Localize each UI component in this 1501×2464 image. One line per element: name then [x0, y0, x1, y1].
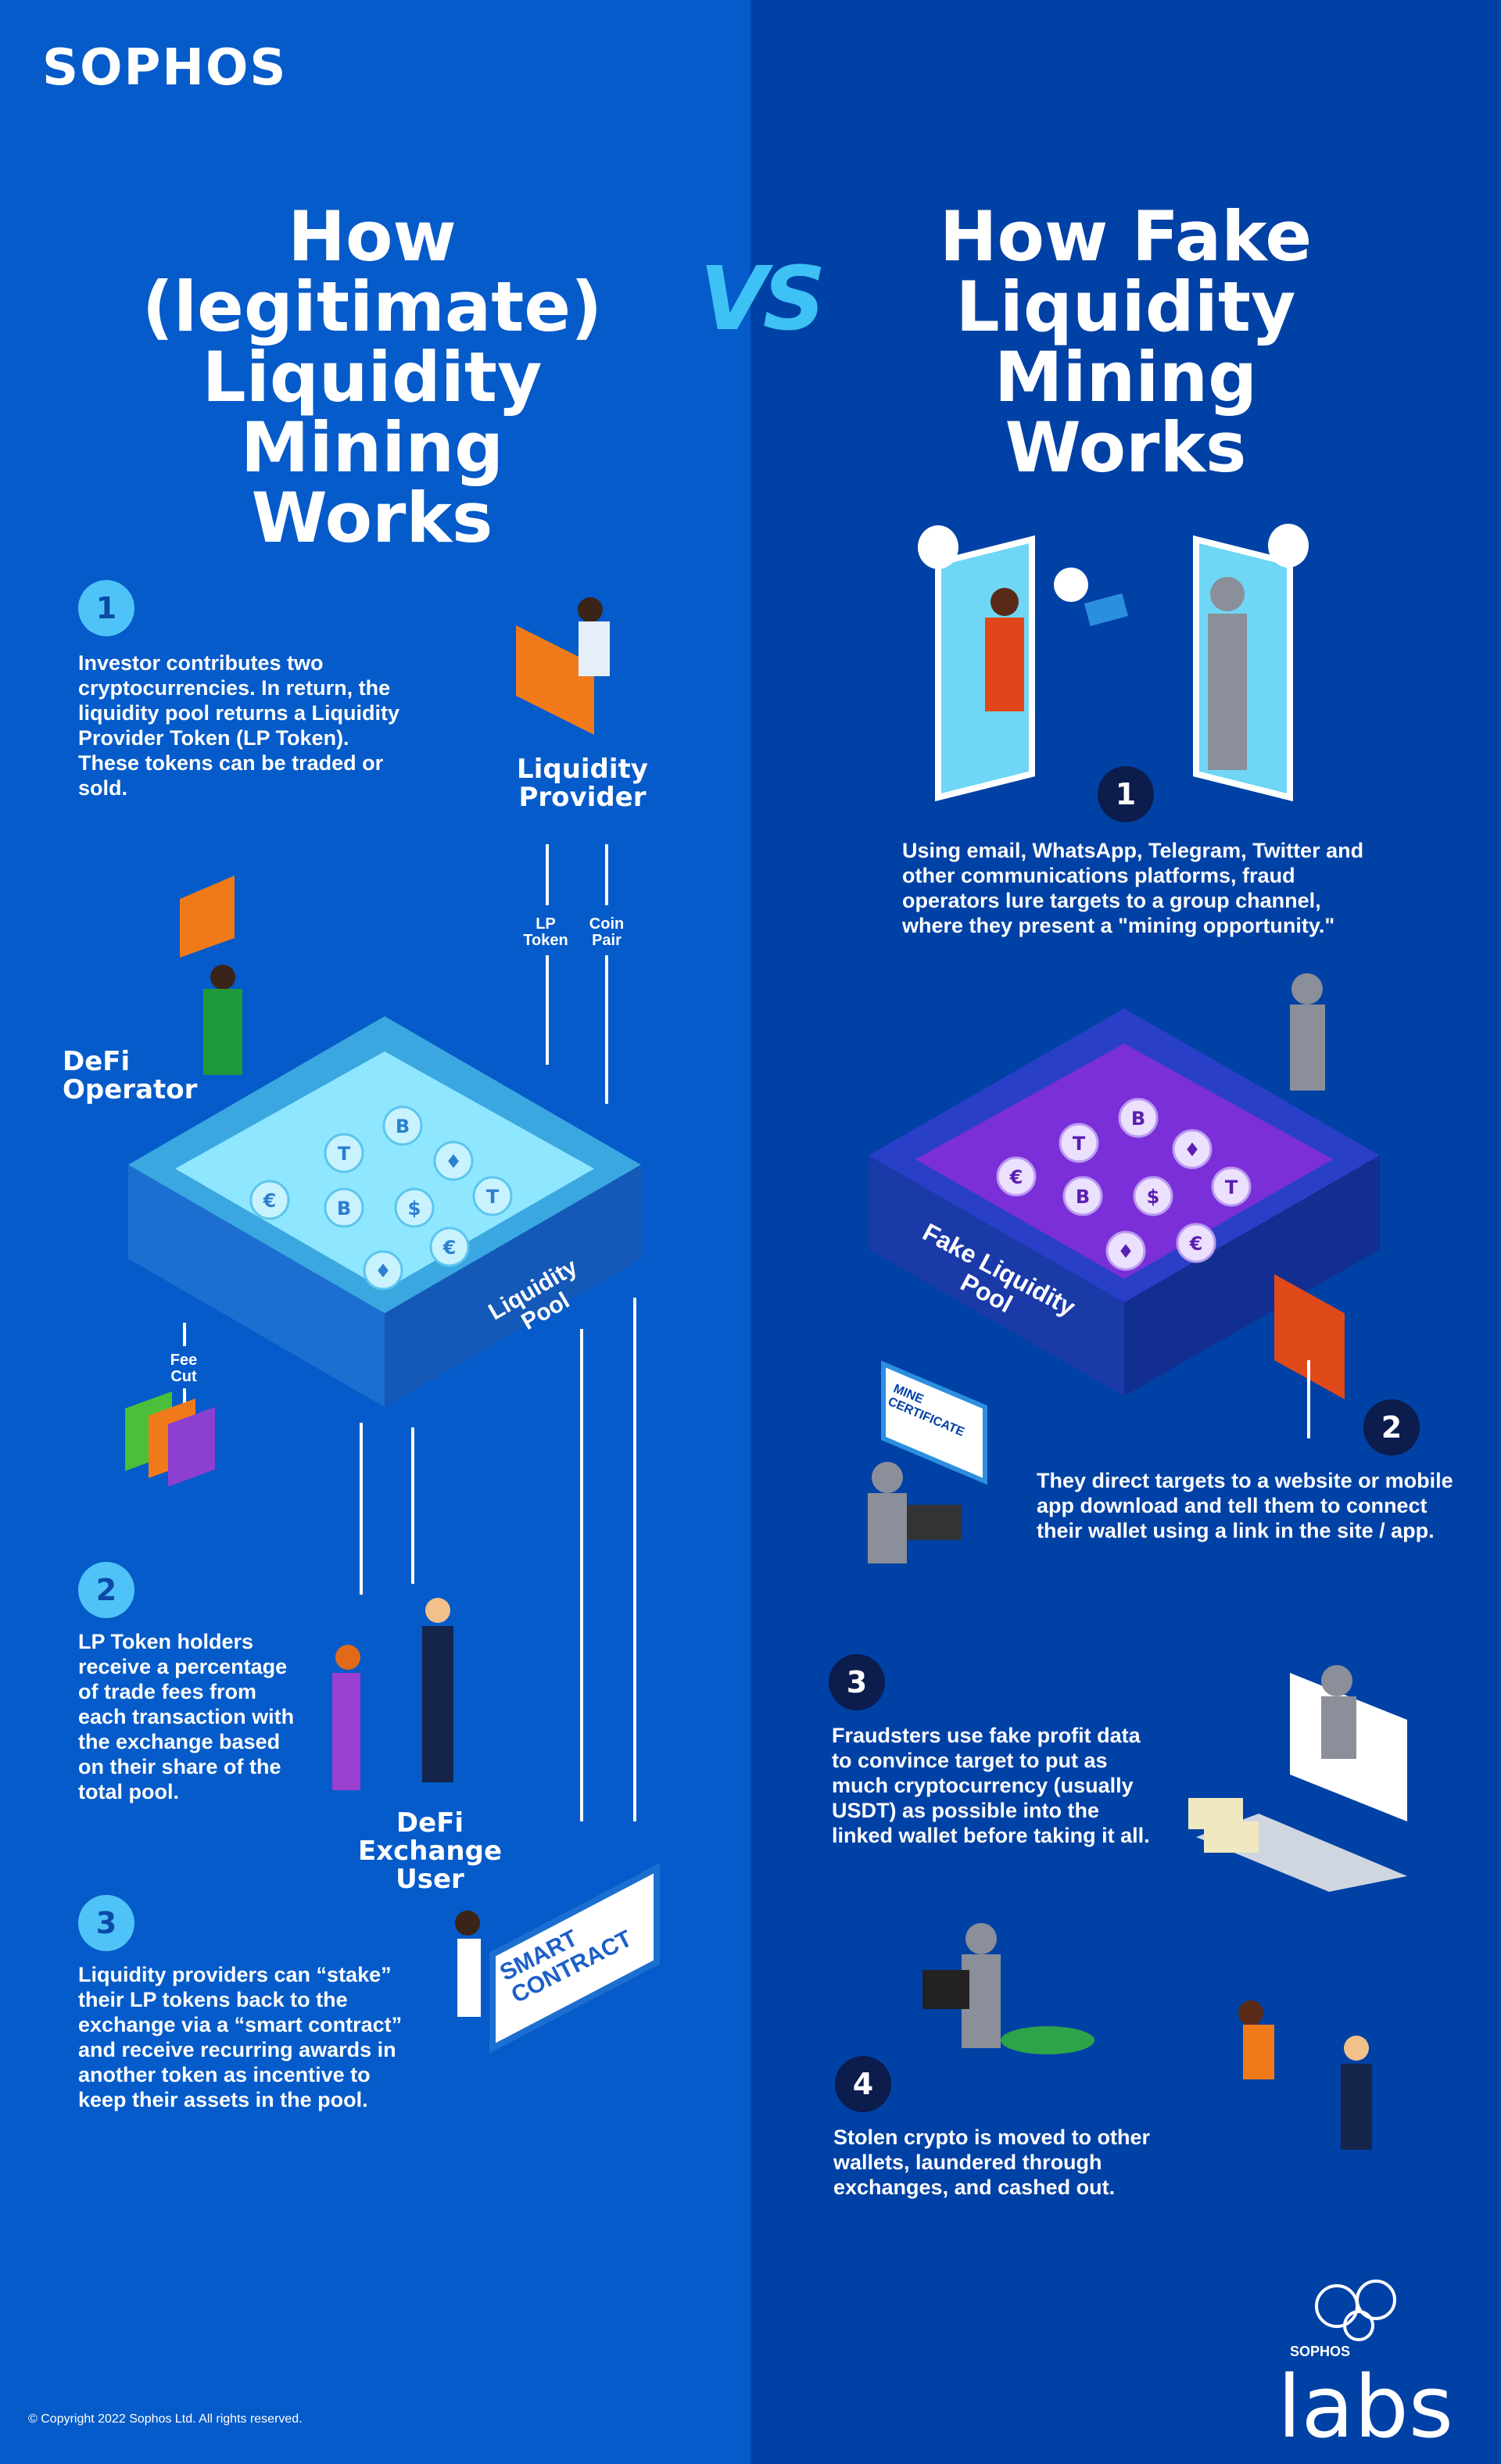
fake-step-3-text: Fraudsters use fake profit data to convi… — [832, 1724, 1150, 1847]
fee-cut-label: Fee Cut — [170, 1352, 198, 1385]
fake-step-3-badge: 3 — [829, 1654, 885, 1710]
svg-text:T: T — [486, 1186, 500, 1208]
arrow-from-user — [411, 1427, 414, 1584]
website-icon — [1274, 1274, 1345, 1399]
step-1-text: Investor contributes two cryptocurrencie… — [78, 651, 399, 800]
defi-exchange-user-label: DeFi Exchange User — [357, 1807, 503, 1895]
liquidity-provider-label: Liquidity Provider — [517, 754, 648, 813]
left-title: How (legitimate) Liquidity Mining Works — [59, 202, 685, 553]
svg-text:B: B — [1076, 1186, 1090, 1208]
defi-operator-label: DeFi Operator — [63, 1046, 198, 1105]
arrow-to-user — [360, 1423, 363, 1595]
copyright: © Copyright 2022 Sophos Ltd. All rights … — [28, 2412, 303, 2426]
svg-text:T: T — [1073, 1133, 1086, 1155]
svg-text:€: € — [263, 1190, 277, 1212]
left-title-line: How (legitimate) — [142, 196, 603, 347]
phones-illustration — [918, 524, 1309, 802]
arrow-down-coin-pair — [605, 844, 608, 905]
left-title-line: Works — [251, 478, 493, 558]
arrow-up-lp-token — [546, 844, 549, 905]
fake-step-4-badge: 4 — [835, 2056, 891, 2112]
svg-text:B: B — [337, 1198, 351, 1219]
legit-pool-illustration: T B ♦ € B $ T ♦ € — [128, 1016, 641, 1407]
fake-step-1-badge: 1 — [1098, 766, 1154, 822]
people-illustrations — [125, 597, 660, 2054]
svg-text:€: € — [442, 1237, 457, 1259]
fake-step-1-text: Using email, WhatsApp, Telegram, Twitter… — [902, 839, 1364, 937]
svg-text:€: € — [1009, 1166, 1023, 1188]
vs-label: VS — [700, 249, 826, 350]
svg-text:♦: ♦ — [374, 1260, 392, 1282]
right-title-line: Liquidity Mining — [955, 267, 1296, 417]
arrow-from-contract — [633, 1298, 636, 1821]
right-title-line: Works — [1005, 407, 1247, 488]
arrow-down-website — [1307, 1360, 1310, 1438]
right-title: How Fake Liquidity Mining Works — [813, 202, 1438, 483]
svg-text:B: B — [396, 1116, 410, 1137]
arrow-line — [605, 955, 608, 1104]
svg-text:B: B — [1131, 1108, 1145, 1130]
labs-brand: SOPHOS — [1290, 2344, 1351, 2359]
fake-pool-illustration: T B ♦ € B $ T ♦ € — [868, 973, 1380, 1563]
svg-text:♦: ♦ — [1184, 1139, 1201, 1161]
labs-logo: labs — [1277, 2357, 1454, 2457]
coin-pair-label: Coin Pair — [589, 915, 625, 949]
fake-step-2-badge: 2 — [1363, 1399, 1420, 1456]
svg-text:T: T — [338, 1143, 351, 1165]
step-1-badge: 1 — [78, 580, 134, 636]
svg-text:$: $ — [408, 1198, 421, 1219]
credit-card-icon — [1084, 593, 1129, 626]
arrow-to-contract — [580, 1329, 583, 1821]
svg-text:♦: ♦ — [445, 1151, 462, 1173]
step-3-badge: 3 — [78, 1895, 134, 1951]
arrow-line — [546, 955, 549, 1065]
laptop-icon — [907, 1505, 962, 1540]
svg-text:$: $ — [1147, 1186, 1160, 1208]
lp-token-label: LP Token — [523, 915, 568, 949]
labs-network-icon — [1315, 2280, 1396, 2341]
left-title-line: Liquidity Mining — [202, 337, 543, 488]
svg-text:€: € — [1189, 1233, 1203, 1255]
step-2-text: LP Token holders receive a percentage of… — [78, 1630, 295, 1803]
step-3-text: Liquidity providers can “stake” their LP… — [78, 1963, 403, 2111]
fake-step-4-text: Stolen crypto is moved to other wallets,… — [833, 2126, 1151, 2199]
fake-profit-illustration — [1188, 1665, 1407, 1892]
right-title-line: How Fake — [939, 196, 1313, 277]
step-2-badge: 2 — [78, 1562, 134, 1618]
fake-step-2-text: They direct targets to a website or mobi… — [1037, 1469, 1453, 1542]
cash-out-illustration — [922, 1923, 1372, 2150]
sophos-logo: SOPHOS — [42, 39, 288, 97]
svg-text:T: T — [1225, 1176, 1238, 1198]
wallet-icon — [516, 625, 594, 735]
svg-text:♦: ♦ — [1117, 1241, 1134, 1262]
arrow-line — [183, 1323, 186, 1346]
wallet-icon — [922, 1970, 969, 2009]
